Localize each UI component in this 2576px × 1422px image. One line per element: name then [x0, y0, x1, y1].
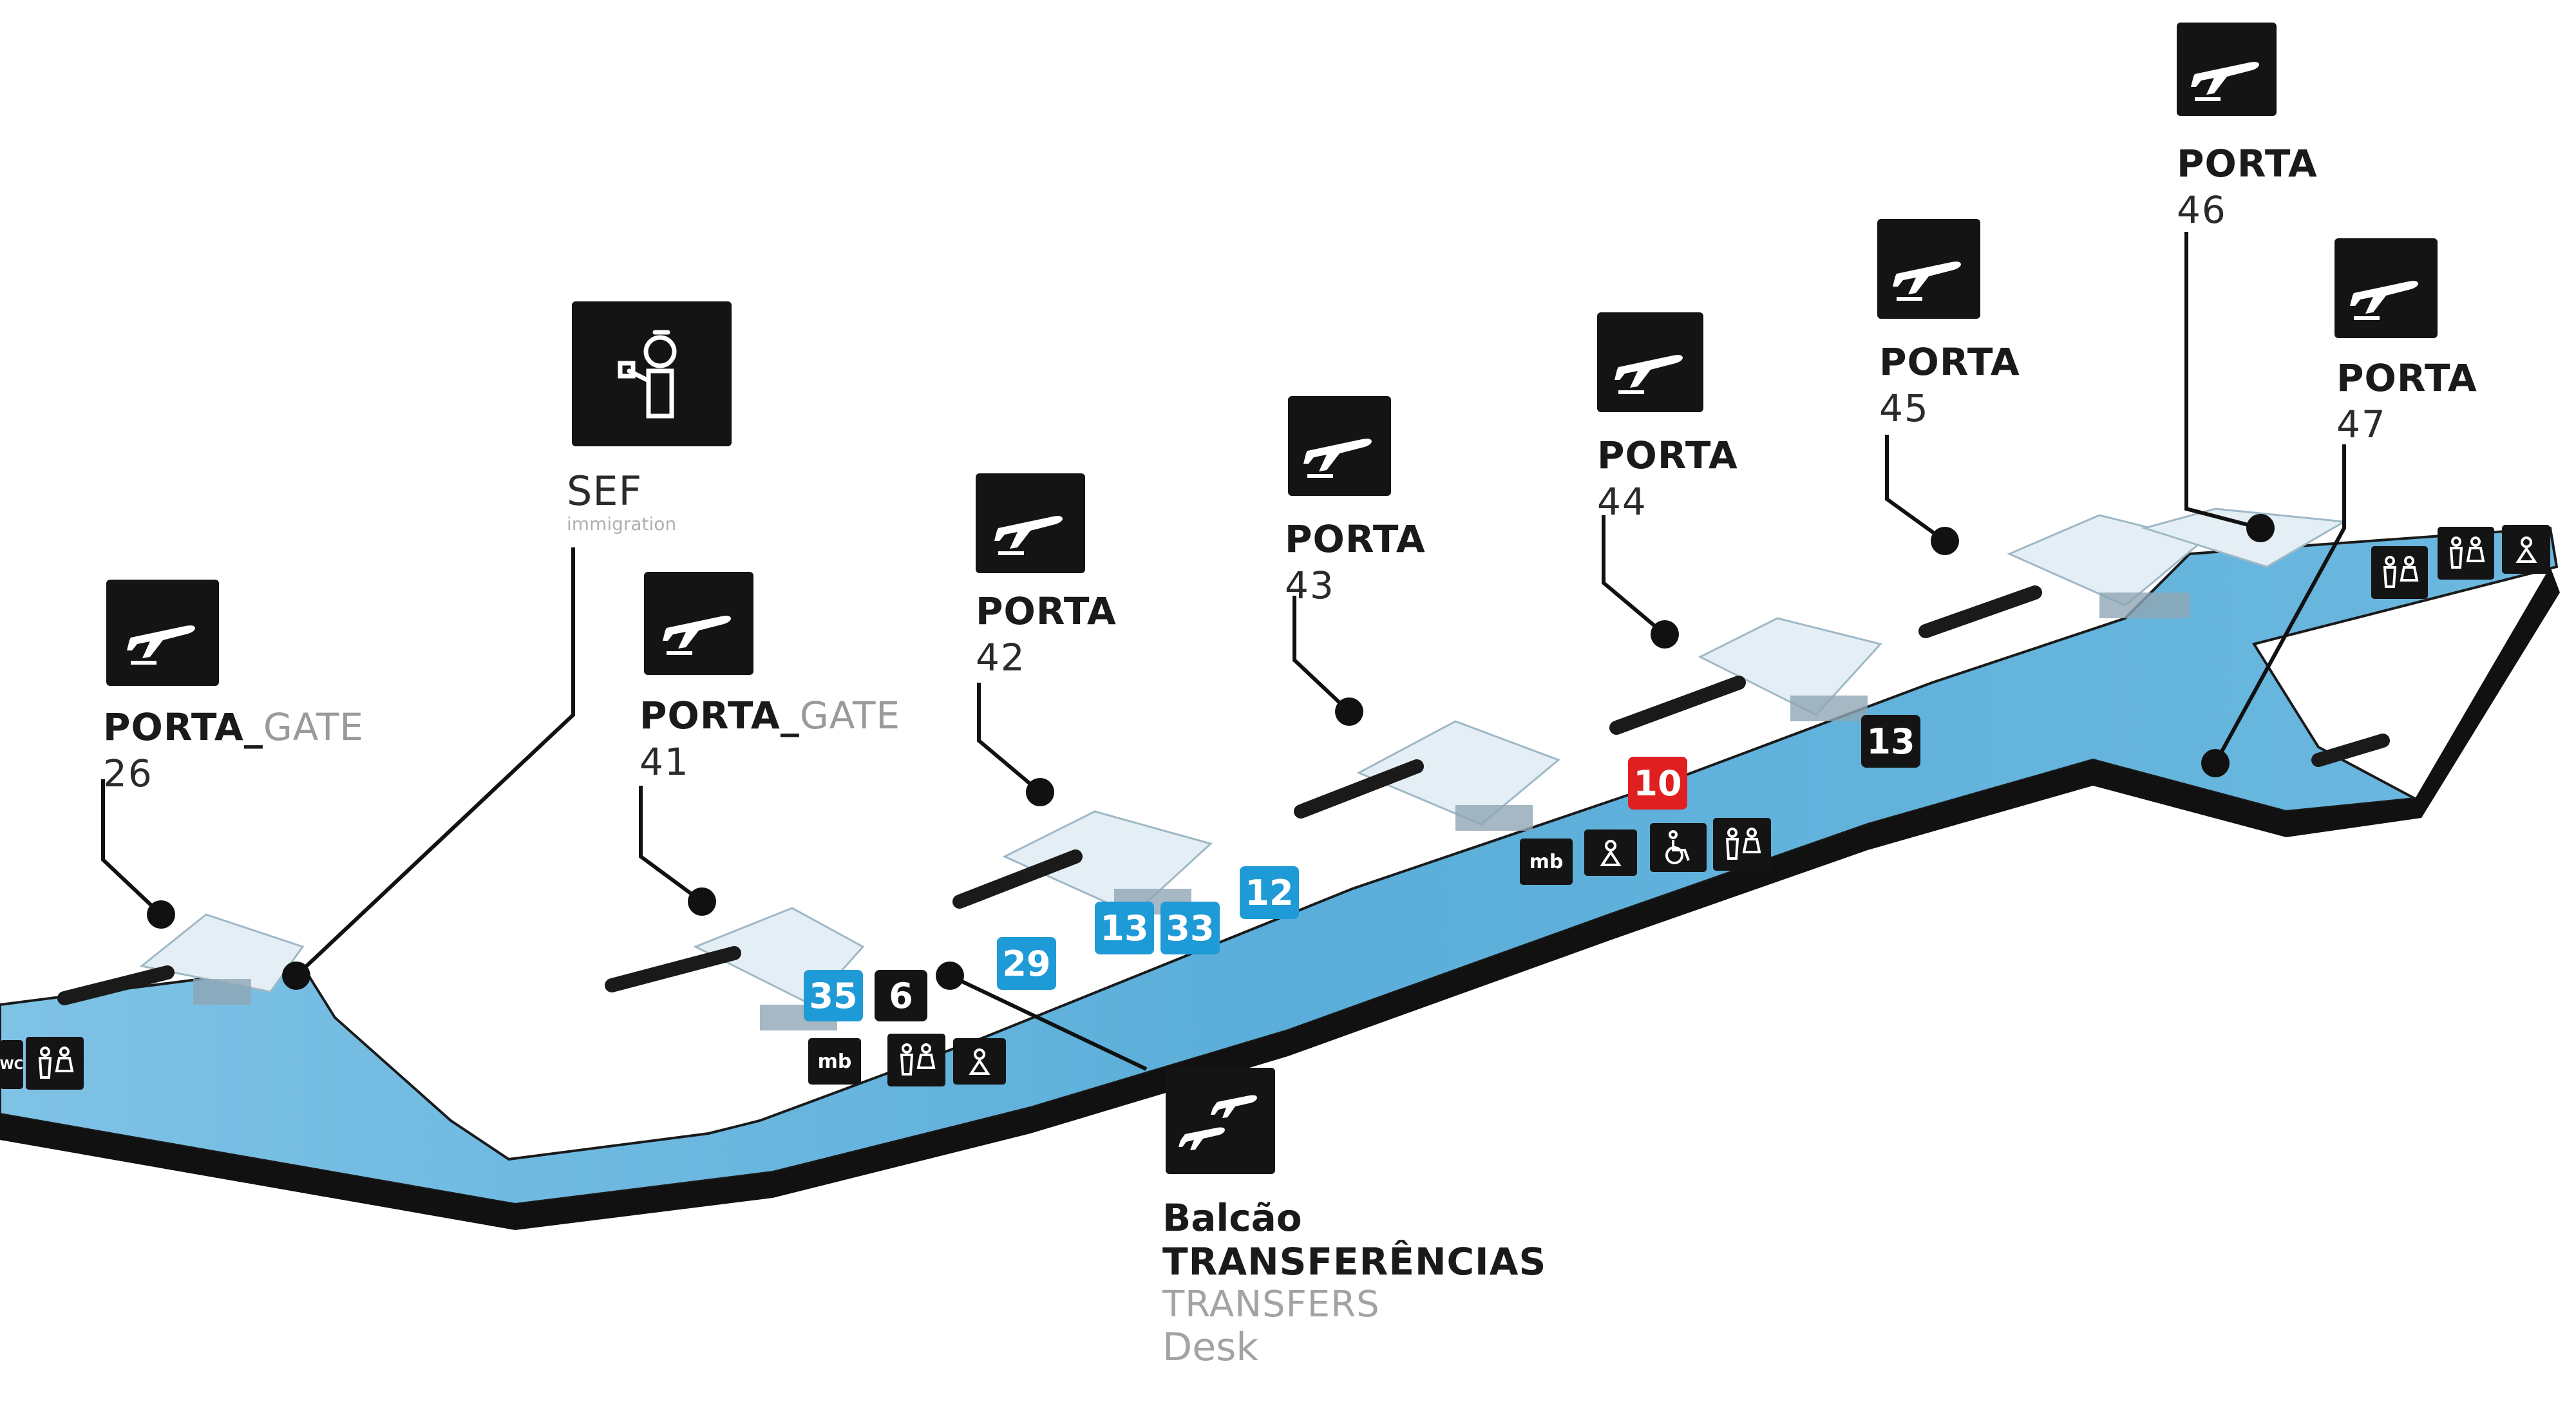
toilets-icon	[887, 1034, 945, 1086]
jet-bridges	[57, 585, 2390, 1005]
gate-46-label: PORTA 46	[2177, 142, 2318, 232]
gate-47-label: PORTA 47	[2336, 356, 2477, 446]
baby-change-icon	[1584, 830, 1637, 876]
transfer-planes-icon	[1166, 1068, 1275, 1174]
marker-13-dark: 13	[1861, 715, 1920, 768]
departure-plane-icon	[1597, 312, 1703, 412]
marker-33: 33	[1160, 902, 1220, 954]
marker-35: 35	[804, 970, 863, 1021]
toilets-icon	[1713, 818, 1771, 871]
baby-change-icon	[2502, 525, 2550, 574]
immigration-officer-icon	[572, 301, 732, 446]
transfer-desk-label: Balcão TRANSFERÊNCIAS TRANSFERS Desk	[1162, 1196, 1547, 1370]
gate-42-label: PORTA 42	[976, 589, 1117, 679]
concourse-base	[0, 567, 2560, 1230]
departure-plane-icon	[976, 473, 1085, 573]
departure-plane-icon	[1288, 396, 1391, 496]
toilets-icon	[2438, 527, 2494, 580]
departure-plane-icon	[644, 572, 753, 675]
toilets-icon	[26, 1037, 84, 1090]
marker-13-blue: 13	[1095, 902, 1154, 954]
gate-45-label: PORTA 45	[1879, 340, 2020, 430]
departure-plane-icon	[1877, 219, 1980, 319]
gate-43-label: PORTA 43	[1285, 517, 1426, 607]
departure-plane-icon	[2177, 23, 2277, 116]
wc-icon: WC	[0, 1040, 23, 1089]
departure-plane-icon	[2334, 238, 2438, 338]
marker-29: 29	[997, 937, 1056, 990]
gate-26-label: PORTA_GATE 26	[103, 705, 365, 795]
marker-10: 10	[1628, 757, 1687, 810]
marker-6: 6	[875, 970, 927, 1021]
toilets-icon	[2371, 546, 2428, 599]
mb-atm-icon: mb	[808, 1038, 861, 1085]
sef-label: SEF immigration	[567, 468, 677, 535]
gate-41-label: PORTA_GATE 41	[639, 694, 901, 784]
accessible-toilet-icon	[1650, 823, 1707, 872]
departure-plane-icon	[106, 580, 219, 686]
gate-44-label: PORTA 44	[1597, 433, 1738, 524]
baby-change-icon	[953, 1038, 1006, 1085]
mb-atm-icon: mb	[1520, 839, 1573, 885]
marker-12: 12	[1240, 866, 1299, 919]
